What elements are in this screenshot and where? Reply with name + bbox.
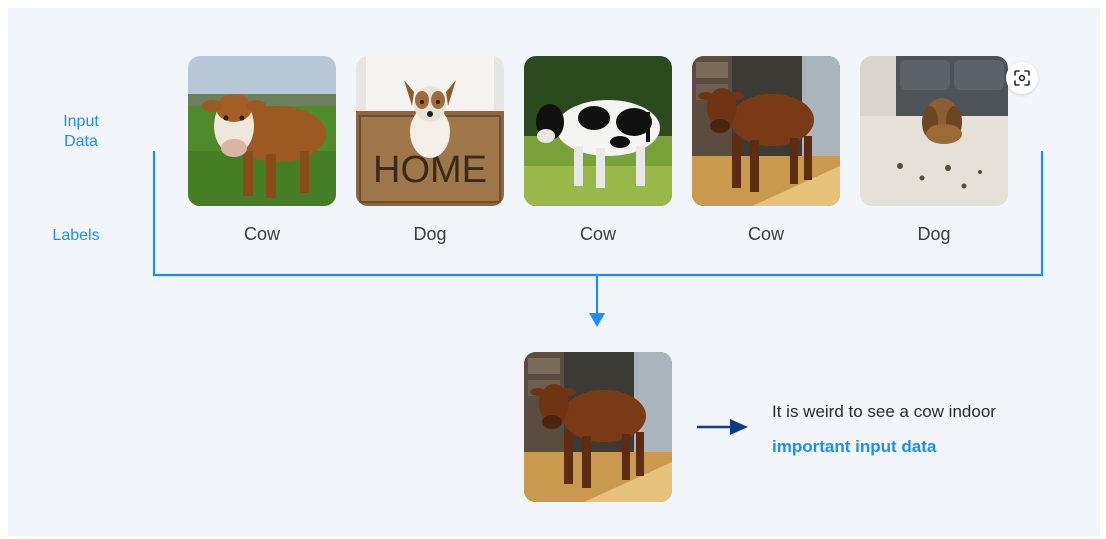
- photo-cow-indoor: [692, 56, 840, 206]
- input-data-label: Input Data: [63, 113, 99, 150]
- down-arrow-icon: [589, 313, 605, 327]
- caption-3: Cow: [579, 224, 616, 244]
- labels-label: Labels: [52, 227, 100, 244]
- result-photo-cow-indoor: [524, 352, 672, 502]
- caption-4: Cow: [747, 224, 784, 244]
- photo-cow-holstein: [524, 56, 672, 206]
- photo-dog-rug: [860, 56, 1008, 206]
- photo-cow-grass: [188, 56, 336, 206]
- conclusion-text: important input data: [772, 437, 937, 456]
- right-arrow-icon: [730, 419, 748, 435]
- observation-text: It is weird to see a cow indoor: [772, 402, 996, 421]
- caption-5: Dog: [917, 224, 951, 244]
- visual-search-button[interactable]: [1006, 62, 1038, 94]
- caption-1: Cow: [243, 224, 280, 244]
- caption-2: Dog: [413, 224, 447, 244]
- visual-search-icon: [1014, 70, 1030, 86]
- photo-dog-doormat: HOME: [356, 56, 504, 206]
